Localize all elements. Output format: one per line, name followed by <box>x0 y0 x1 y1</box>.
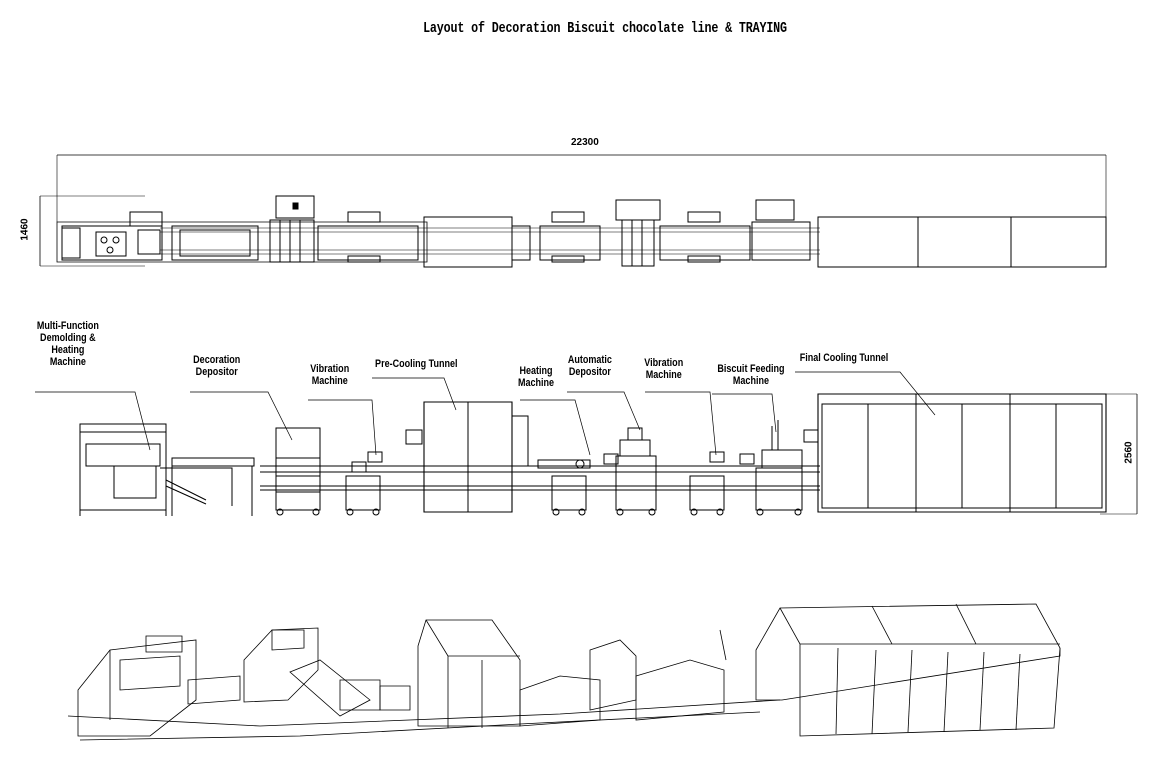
label-multi-function: Multi-Function Demolding & Heating Machi… <box>36 320 99 368</box>
dim-plan-width: 1460 <box>19 218 31 241</box>
label-vibration-1: Vibration Machine <box>310 363 350 387</box>
label-biscuit-feeding: Biscuit Feeding Machine <box>717 363 785 387</box>
label-heating-machine: Heating Machine <box>517 365 555 389</box>
label-decoration-depositor: Decoration Depositor <box>193 354 241 378</box>
label-vibration-2: Vibration Machine <box>644 357 684 381</box>
plan-view <box>40 155 1106 267</box>
dim-elevation-height: 2560 <box>1123 441 1135 464</box>
label-pre-cooling-tunnel: Pre-Cooling Tunnel <box>375 358 458 370</box>
dim-overall-length: 22300 <box>571 137 599 148</box>
elevation-view <box>35 372 1137 516</box>
label-final-cooling-tunnel: Final Cooling Tunnel <box>799 352 889 364</box>
isometric-view <box>68 604 1060 740</box>
label-automatic-depositor: Automatic Depositor <box>567 354 612 378</box>
drawing-title: Layout of Decoration Biscuit chocolate l… <box>423 20 787 37</box>
